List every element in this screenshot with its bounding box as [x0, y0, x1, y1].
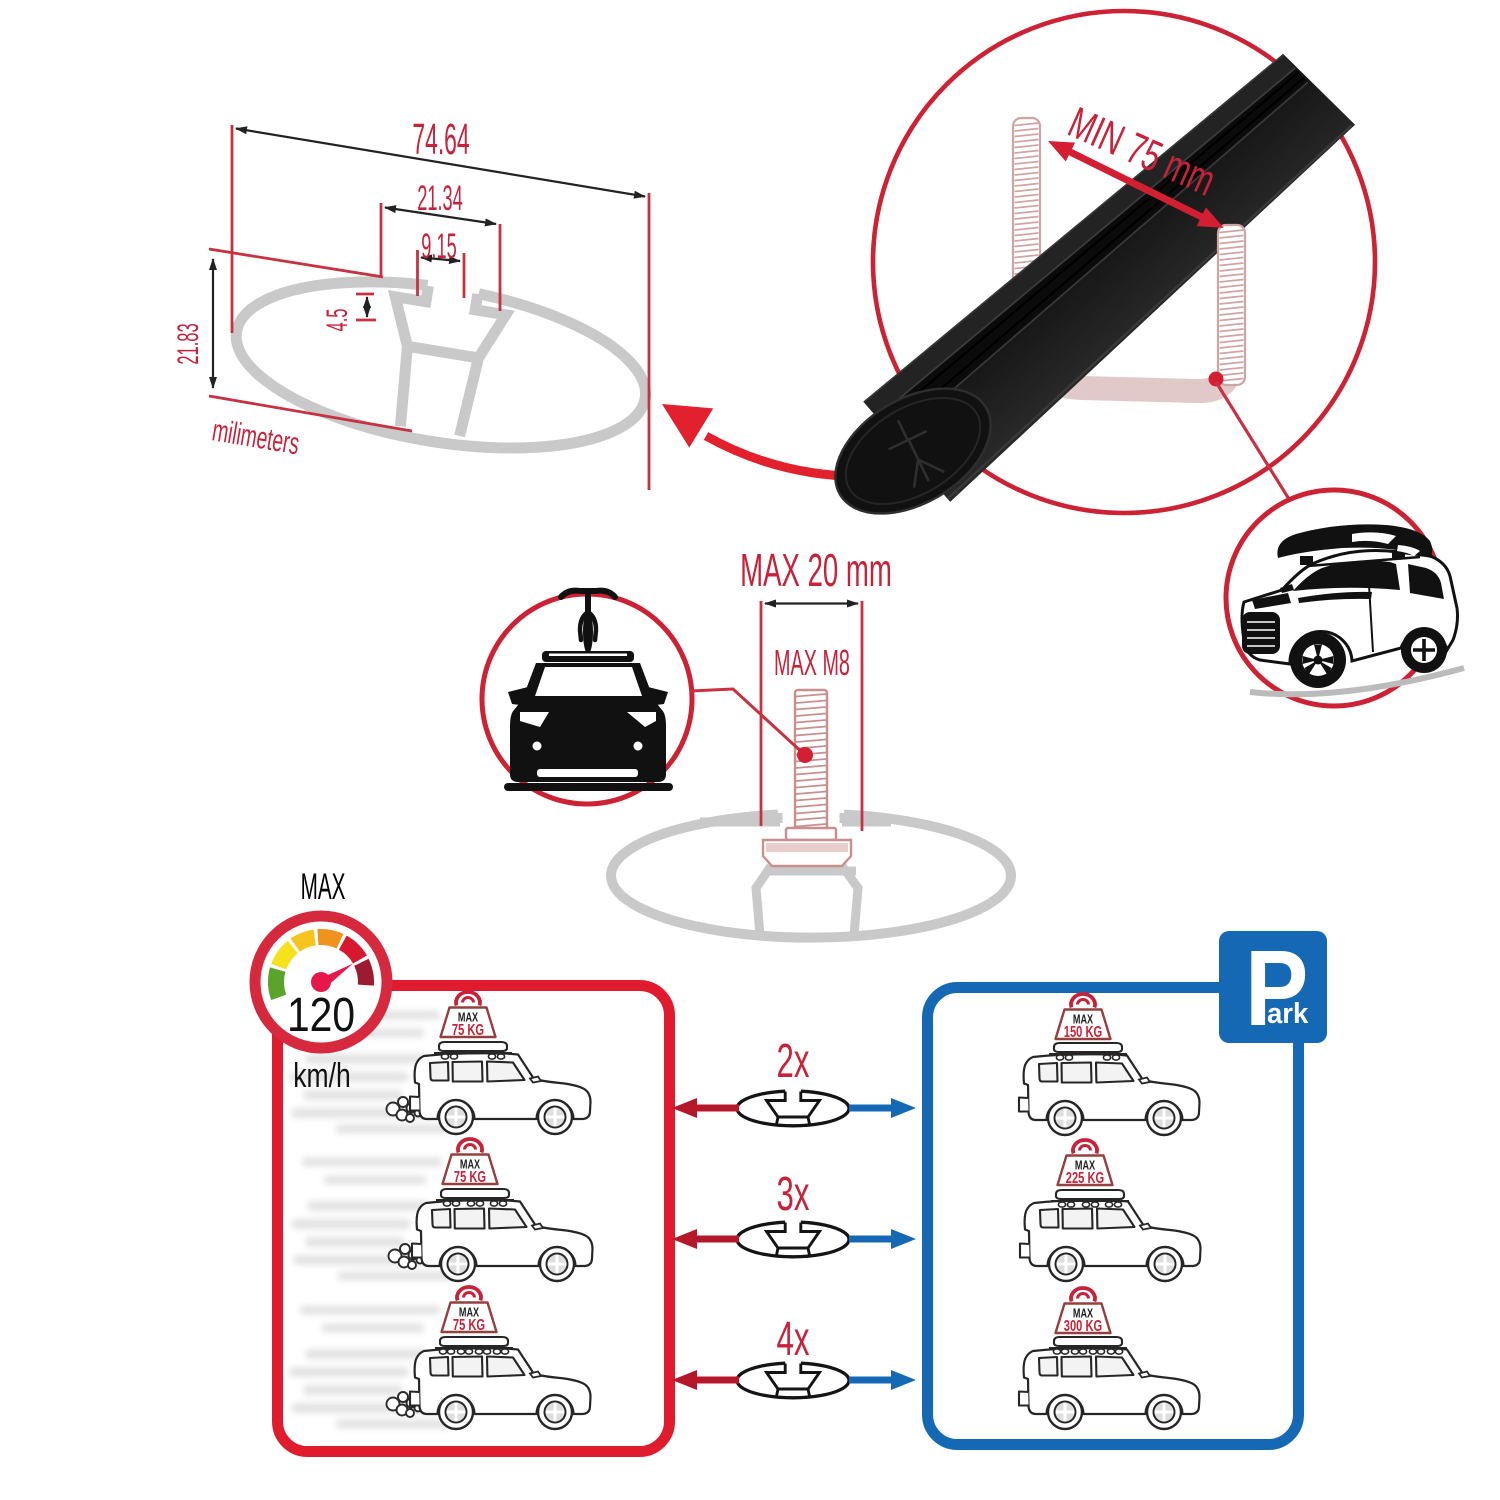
- svg-text:75 KG: 75 KG: [453, 1316, 485, 1333]
- svg-text:MAX: MAX: [1073, 1307, 1094, 1321]
- svg-text:MAX: MAX: [458, 1011, 479, 1025]
- svg-text:3x: 3x: [777, 1166, 810, 1221]
- svg-text:75 KG: 75 KG: [452, 1021, 484, 1038]
- svg-text:21.83: 21.83: [172, 323, 205, 364]
- svg-text:4.5: 4.5: [321, 309, 354, 332]
- svg-text:2x: 2x: [777, 1033, 810, 1088]
- svg-text:120: 120: [287, 989, 355, 1042]
- svg-text:75 KG: 75 KG: [454, 1168, 486, 1185]
- svg-text:P: P: [1245, 927, 1308, 1048]
- svg-text:MAX: MAX: [1073, 1013, 1094, 1027]
- svg-text:MAX 20 mm: MAX 20 mm: [740, 546, 892, 597]
- svg-text:MAX: MAX: [301, 867, 346, 908]
- svg-text:74.64: 74.64: [412, 115, 469, 164]
- svg-text:MAX: MAX: [459, 1306, 480, 1320]
- svg-text:km/h: km/h: [293, 1057, 350, 1095]
- svg-text:MAX: MAX: [1075, 1159, 1096, 1173]
- svg-text:MAX M8: MAX M8: [774, 644, 850, 684]
- svg-text:21.34: 21.34: [417, 179, 463, 218]
- svg-text:9.15: 9.15: [421, 227, 456, 266]
- svg-text:150 KG: 150 KG: [1064, 1023, 1102, 1040]
- svg-text:300 KG: 300 KG: [1064, 1317, 1102, 1334]
- svg-text:MAX: MAX: [460, 1158, 481, 1172]
- svg-text:ark: ark: [1267, 996, 1309, 1029]
- svg-text:225 KG: 225 KG: [1066, 1169, 1104, 1186]
- svg-text:4x: 4x: [777, 1311, 810, 1366]
